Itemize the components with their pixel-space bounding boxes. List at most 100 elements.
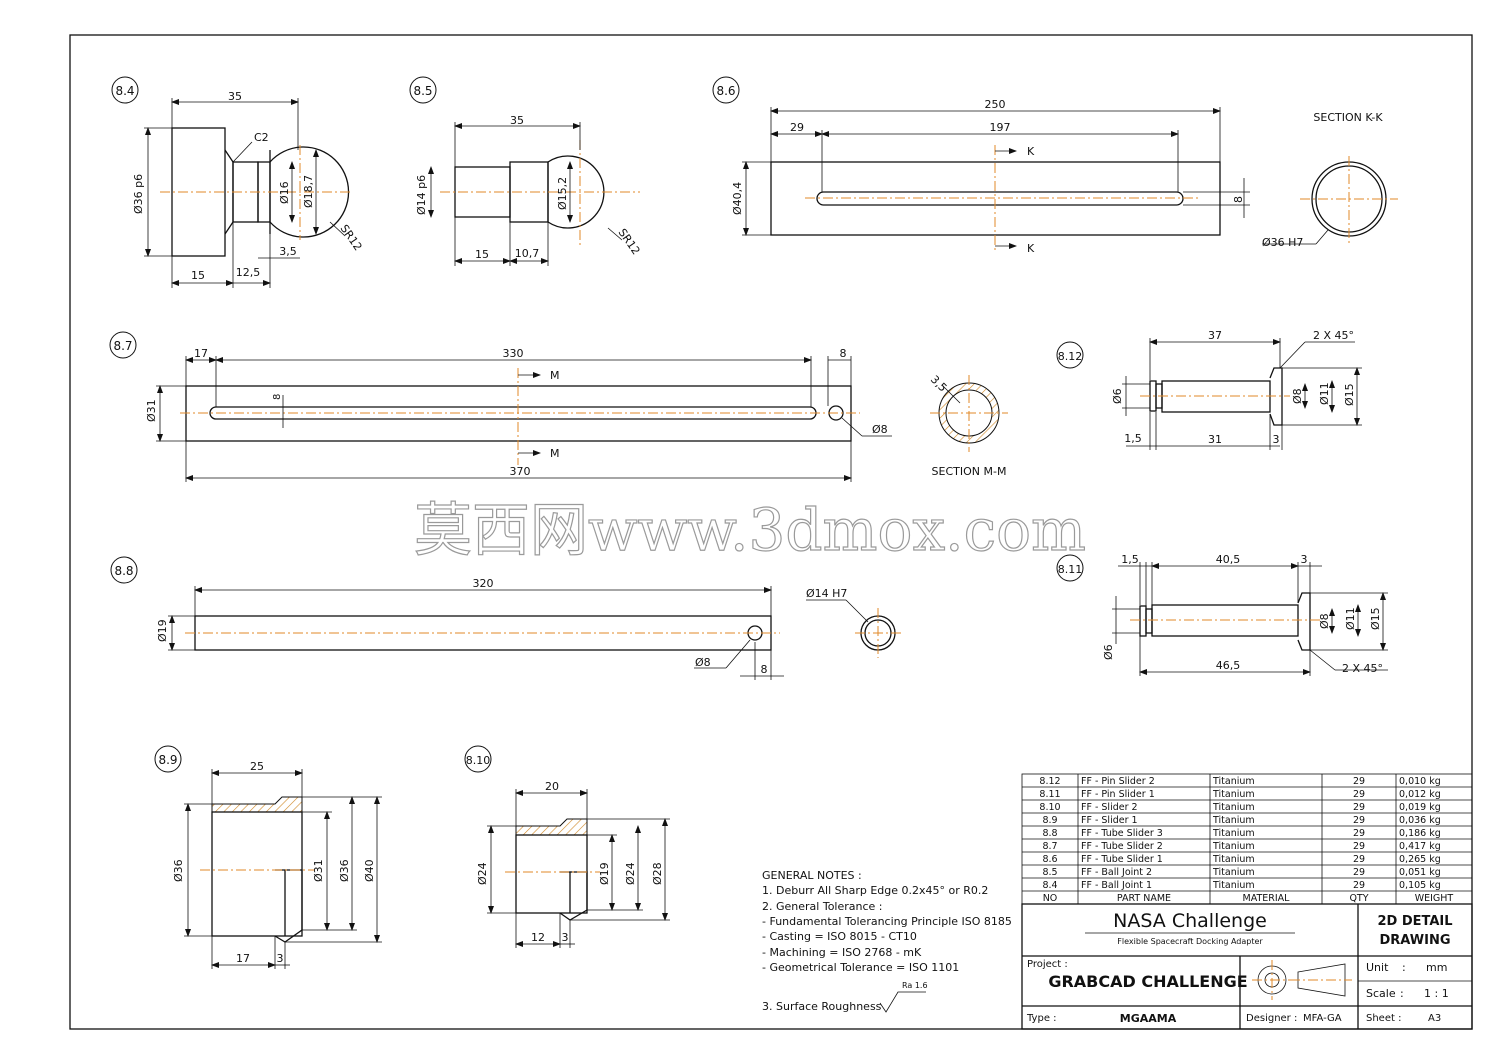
dim-offset: 29: [790, 121, 804, 134]
bom-cell: 0,051 kg: [1399, 867, 1441, 878]
view-label: 8.12: [1058, 350, 1083, 363]
bom-cell: FF - Ball Joint 2: [1081, 867, 1152, 878]
dim-length: 35: [510, 114, 524, 127]
bom-cell: 8.11: [1039, 789, 1060, 800]
dim-dia-a: Ø8: [1291, 388, 1304, 404]
bom-header-cell: NO: [1043, 893, 1058, 904]
note-line: 1. Deburr All Sharp Edge 0.2x45° or R0.2: [762, 884, 988, 897]
note-line: 2. General Tolerance :: [762, 900, 883, 913]
designer-label: Designer :: [1246, 1013, 1297, 1024]
dim-hole: Ø8: [695, 656, 711, 669]
view-8-7: 8.7 17 330 8 Ø31 8 Ø8 370 M M 3,5 SECTIO…: [109, 331, 1008, 482]
view-label: 8.9: [158, 753, 177, 767]
dim-dia-ball: Ø18,7: [302, 175, 315, 208]
dim-dia-1: Ø24: [476, 862, 489, 885]
drawing-type-2: DRAWING: [1379, 933, 1450, 948]
dim-slot-width: 8: [1232, 196, 1245, 203]
pin-head: [1297, 592, 1311, 651]
bom-cell: 0,186 kg: [1399, 828, 1441, 839]
dim-end: 8: [761, 663, 768, 676]
bom-cell: Titanium: [1212, 776, 1255, 787]
bom-cell: FF - Tube Slider 2: [1081, 841, 1163, 852]
note-line: - Fundamental Tolerancing Principle ISO …: [762, 915, 1012, 928]
sheet-value: A3: [1428, 1013, 1441, 1024]
bom-cell: 29: [1353, 789, 1365, 800]
dim-dia-neck: Ø16: [278, 181, 291, 204]
dim-dia-b: Ø11: [1344, 607, 1357, 630]
type-value: MGAAMA: [1120, 1012, 1177, 1025]
type-label: Type :: [1026, 1013, 1057, 1024]
sheet-border: [69, 34, 1473, 1030]
dim-dia-3: Ø24: [624, 862, 637, 885]
view-label-balloon: [712, 76, 740, 104]
dim-1: 17: [236, 952, 250, 965]
drawing-subtitle: Flexible Spacecraft Docking Adapter: [1117, 937, 1263, 946]
view-8-11: 8.11 1,5 40,5 3 Ø6 Ø8 Ø11 Ø15 46,5 2 X 4…: [1056, 553, 1388, 676]
cut-label: M: [550, 447, 560, 460]
bom-cell: FF - Pin Slider 1: [1081, 789, 1155, 800]
bom-cell: 29: [1353, 867, 1365, 878]
dim-dia-ball: Ø15,2: [556, 177, 569, 210]
view-label: 8.7: [113, 339, 132, 353]
view-label: 8.4: [115, 84, 134, 98]
dim-dia-4: Ø40: [363, 859, 376, 882]
bom-cell: Titanium: [1212, 867, 1255, 878]
bom-cell: 0,019 kg: [1399, 802, 1441, 813]
dim-dia-a: Ø8: [1318, 613, 1331, 629]
bom-cell: FF - Pin Slider 2: [1081, 776, 1155, 787]
bom-header-cell: QTY: [1349, 893, 1368, 904]
view-label-balloon: [154, 745, 182, 773]
general-notes: GENERAL NOTES : 1. Deburr All Sharp Edge…: [762, 869, 1012, 1013]
dim-dia-4: Ø28: [651, 862, 664, 885]
dim-total: 320: [473, 577, 494, 590]
dim-b: 40,5: [1216, 553, 1241, 566]
dim-end: 8: [840, 347, 847, 360]
bom-cell: 29: [1353, 854, 1365, 865]
view-8-9: 8.9 25 Ø36 Ø31 Ø36 Ø40 17 3: [154, 745, 382, 969]
dim-2: 3: [562, 931, 569, 944]
drawing-title: NASA Challenge: [1113, 910, 1267, 932]
roughness-label: 3. Surface Roughness: [762, 1000, 882, 1013]
note-line: - Casting = ISO 8015 - CT10: [762, 930, 917, 943]
dim-3: 3: [1273, 433, 1280, 446]
dim-dia-b: Ø11: [1318, 382, 1331, 405]
bom-cell: Titanium: [1212, 854, 1255, 865]
bom-header-cell: WEIGHT: [1415, 893, 1454, 904]
scale-label: Scale: [1366, 987, 1396, 1000]
dim-chamfer: 2 X 45°: [1342, 662, 1383, 675]
dim-c: 3: [1301, 553, 1308, 566]
dim-dia-small: Ø6: [1111, 388, 1124, 404]
dim-1: 12: [531, 931, 545, 944]
scale-value: 1 : 1: [1424, 987, 1449, 1000]
dim-dia-2: Ø19: [598, 862, 611, 885]
bom-cell: 29: [1353, 802, 1365, 813]
bom-cell: Titanium: [1212, 880, 1255, 891]
view-8-6: 8.6 250 29 197 Ø40,4 8 K K SECTION K-K Ø…: [712, 76, 1398, 255]
bom-cell: 8.4: [1042, 880, 1057, 891]
bom-cell: 0,012 kg: [1399, 789, 1441, 800]
bom-cell: 29: [1353, 841, 1365, 852]
bom-cell: 29: [1353, 880, 1365, 891]
bom-cell: FF - Slider 1: [1081, 815, 1138, 826]
unit-sep: :: [1402, 961, 1406, 974]
view-label-balloon: [109, 331, 137, 359]
bom-cell: 29: [1353, 815, 1365, 826]
hatch-section: [211, 796, 303, 813]
section-title: SECTION M-M: [932, 465, 1007, 478]
shaft-body: [171, 127, 226, 257]
view-label: 8.10: [466, 754, 491, 767]
bom-cell: 0,105 kg: [1399, 880, 1441, 891]
watermark: 莫西网www.3dmox.com: [414, 496, 1086, 564]
view-8-8: 8.8 320 Ø19 Ø8 8 Ø14 H7: [110, 556, 902, 680]
note-line: - Geometrical Tolerance = ISO 1101: [762, 961, 959, 974]
dim-slot: 330: [503, 347, 524, 360]
view-label-balloon: [110, 556, 138, 584]
dim-dia-3: Ø36: [338, 859, 351, 882]
cut-label: M: [550, 369, 560, 382]
view-label-balloon: [1056, 554, 1084, 582]
dim-total: 370: [510, 465, 531, 478]
unit-value: mm: [1426, 961, 1447, 974]
drawing-type-1: 2D DETAIL: [1377, 914, 1452, 929]
